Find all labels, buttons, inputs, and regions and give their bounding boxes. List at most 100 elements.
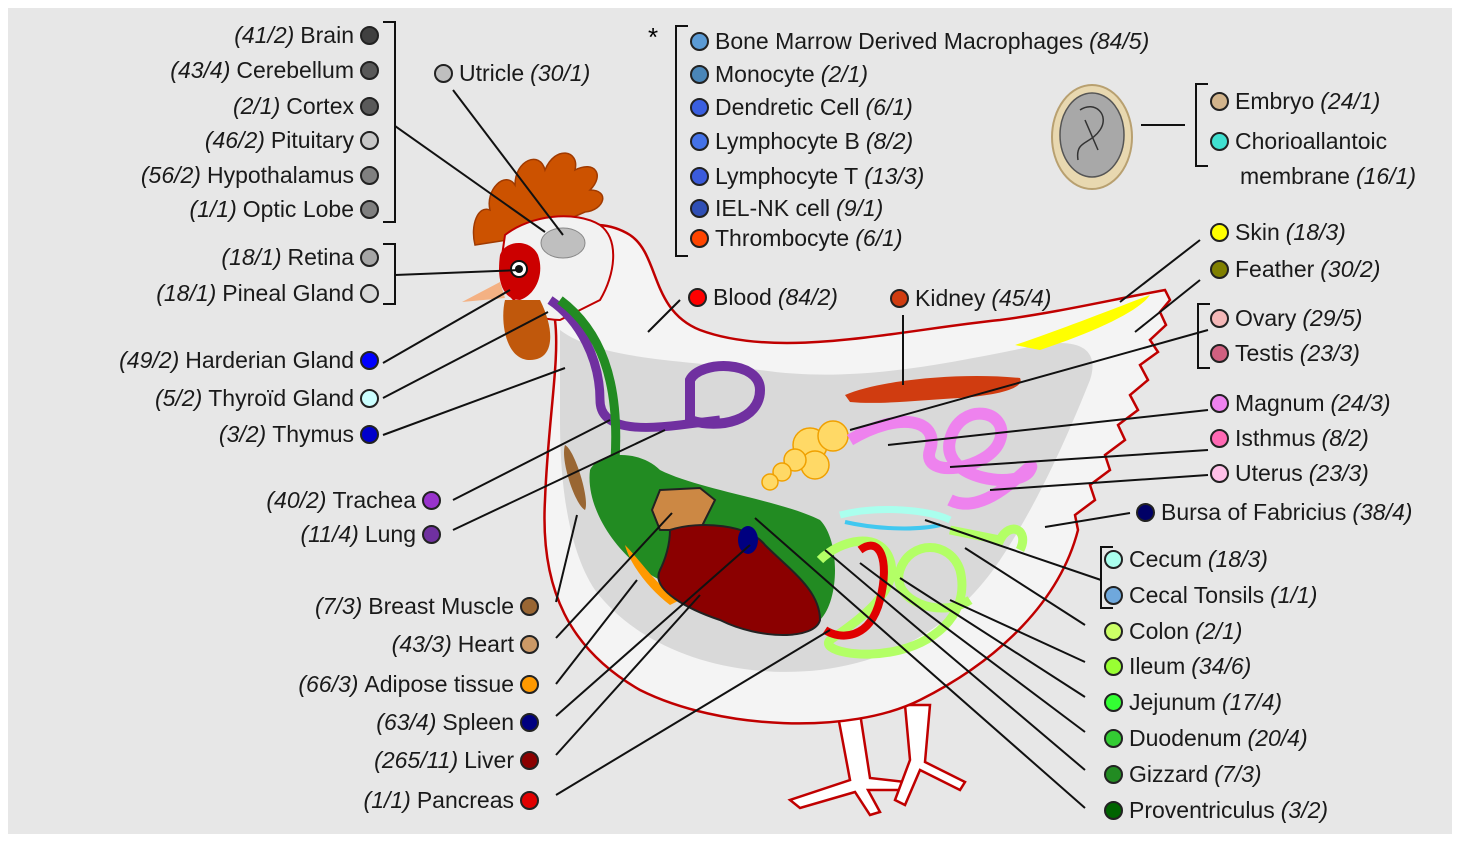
label-duodenum: Duodenum(20/4): [1104, 724, 1308, 752]
color-dot: [1210, 344, 1229, 363]
color-dot: [360, 26, 379, 45]
color-dot: [360, 351, 379, 370]
color-dot: [520, 751, 539, 770]
label-cecum: Cecum(18/3): [1104, 545, 1268, 573]
color-dot: [422, 525, 441, 544]
label-blood: Blood(84/2): [688, 283, 838, 311]
label-lymphocyte-t: Lymphocyte T(13/3): [690, 162, 924, 190]
label-chorioallantoic: Chorioallantoic: [1210, 127, 1387, 155]
label-magnum: Magnum(24/3): [1210, 389, 1391, 417]
color-dot: [520, 713, 539, 732]
color-dot: [360, 131, 379, 150]
label-adipose-tissue: (66/3)Adipose tissue: [298, 670, 539, 698]
label-embryo: Embryo(24/1): [1210, 87, 1380, 115]
color-dot: [690, 98, 709, 117]
color-dot: [360, 166, 379, 185]
label-dendretic-cell: Dendretic Cell(6/1): [690, 93, 913, 121]
color-dot: [1210, 464, 1229, 483]
wattle: [503, 300, 550, 360]
label-utricle: Utricle(30/1): [434, 59, 590, 87]
label-ovary: Ovary(29/5): [1210, 304, 1362, 332]
color-dot: [1210, 309, 1229, 328]
asterisk: *: [648, 22, 658, 53]
label-heart: (43/3)Heart: [392, 630, 539, 658]
label-optic-lobe: (1/1)Optic Lobe: [189, 195, 379, 223]
color-dot: [1104, 550, 1123, 569]
label-pineal-gland: (18/1)Pineal Gland: [156, 279, 379, 307]
label-trachea: (40/2)Trachea: [266, 486, 441, 514]
label-brain: (41/2)Brain: [234, 21, 379, 49]
color-dot: [1104, 729, 1123, 748]
label-membrane: membrane(16/1): [1240, 162, 1416, 190]
label-spleen: (63/4)Spleen: [376, 708, 539, 736]
label-colon: Colon(2/1): [1104, 617, 1242, 645]
color-dot: [690, 132, 709, 151]
color-dot: [360, 61, 379, 80]
color-dot: [1104, 622, 1123, 641]
color-dot: [890, 289, 909, 308]
egg-illustration: [1052, 85, 1132, 189]
label-feather: Feather(30/2): [1210, 255, 1380, 283]
label-breast-muscle: (7/3)Breast Muscle: [315, 592, 539, 620]
label-skin: Skin(18/3): [1210, 218, 1346, 246]
label-monocyte: Monocyte(2/1): [690, 60, 868, 88]
label-cerebellum: (43/4)Cerebellum: [170, 56, 379, 84]
label-isthmus: Isthmus(8/2): [1210, 424, 1369, 452]
label-thyroid-gland: (5/2)Thyroïd Gland: [155, 384, 379, 412]
color-dot: [690, 167, 709, 186]
color-dot: [1104, 693, 1123, 712]
label-gizzard: Gizzard(7/3): [1104, 760, 1262, 788]
label-cecal-tonsils: Cecal Tonsils(1/1): [1104, 581, 1317, 609]
color-dot: [360, 248, 379, 267]
color-dot: [520, 635, 539, 654]
color-dot: [520, 675, 539, 694]
label-pituitary: (46/2)Pituitary: [205, 126, 379, 154]
label-jejunum: Jejunum(17/4): [1104, 688, 1282, 716]
label-proventriculus: Proventriculus(3/2): [1104, 796, 1328, 824]
color-dot: [422, 491, 441, 510]
color-dot: [1210, 429, 1229, 448]
label-bmdm: Bone Marrow Derived Macrophages(84/5): [690, 27, 1149, 55]
label-thrombocyte: Thrombocyte(6/1): [690, 224, 903, 252]
label-kidney: Kidney(45/4): [890, 284, 1051, 312]
label-testis: Testis(23/3): [1210, 339, 1360, 367]
label-lymphocyte-b: Lymphocyte B(8/2): [690, 127, 913, 155]
color-dot: [360, 425, 379, 444]
color-dot: [520, 791, 539, 810]
color-dot: [1104, 586, 1123, 605]
label-harderian-gland: (49/2)Harderian Gland: [119, 346, 379, 374]
brain-shape: [541, 228, 585, 258]
color-dot: [690, 65, 709, 84]
label-iel-nk-cell: IEL-NK cell(9/1): [690, 194, 883, 222]
color-dot: [1210, 394, 1229, 413]
label-retina: (18/1)Retina: [221, 243, 379, 271]
label-cortex: (2/1)Cortex: [233, 92, 379, 120]
color-dot: [1136, 503, 1155, 522]
color-dot: [690, 199, 709, 218]
color-dot: [688, 288, 707, 307]
color-dot: [690, 229, 709, 248]
color-dot: [360, 200, 379, 219]
color-dot: [1104, 765, 1123, 784]
color-dot: [1210, 223, 1229, 242]
beak: [462, 282, 505, 302]
color-dot: [1210, 132, 1229, 151]
color-dot: [690, 32, 709, 51]
color-dot: [360, 284, 379, 303]
color-dot: [1210, 92, 1229, 111]
label-pancreas: (1/1)Pancreas: [364, 786, 539, 814]
label-lung: (11/4)Lung: [300, 520, 441, 548]
color-dot: [520, 597, 539, 616]
label-thymus: (3/2)Thymus: [219, 420, 379, 448]
color-dot: [360, 97, 379, 116]
color-dot: [434, 64, 453, 83]
label-ileum: Ileum(34/6): [1104, 652, 1251, 680]
label-bursa-of-fabricius: Bursa of Fabricius(38/4): [1136, 498, 1412, 526]
spleen-shape: [738, 526, 758, 554]
label-liver: (265/11)Liver: [374, 746, 539, 774]
color-dot: [1210, 260, 1229, 279]
label-uterus: Uterus(23/3): [1210, 459, 1369, 487]
color-dot: [1104, 801, 1123, 820]
color-dot: [360, 389, 379, 408]
